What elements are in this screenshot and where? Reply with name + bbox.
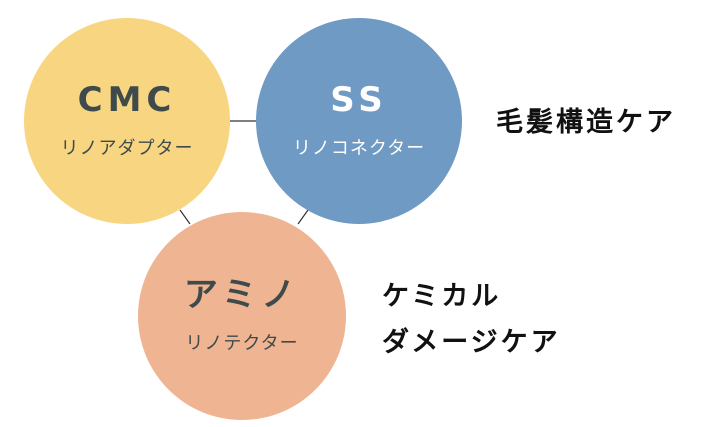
cmc-subtitle: リノアダプター bbox=[60, 137, 194, 159]
ss-circle: SS リノコネクター bbox=[256, 18, 462, 224]
hair-structure-care-label: 毛髪構造ケア bbox=[496, 107, 676, 138]
chemical-damage-care-label: ケミカル ダメージケア bbox=[382, 274, 561, 366]
connector-cmc-amino bbox=[179, 209, 191, 225]
amino-circle: アミノ リノテクター bbox=[138, 212, 346, 420]
cmc-circle: CMC リノアダプター bbox=[24, 18, 230, 224]
chemical-label-line-2: ダメージケア bbox=[382, 327, 561, 358]
cmc-title: CMC bbox=[77, 80, 177, 121]
ss-subtitle: リノコネクター bbox=[292, 137, 426, 159]
ss-title: SS bbox=[330, 80, 388, 121]
connector-ss-amino bbox=[297, 209, 309, 225]
amino-subtitle: リノテクター bbox=[185, 332, 299, 354]
amino-title: アミノ bbox=[183, 275, 301, 316]
chemical-label-line-1: ケミカル bbox=[382, 281, 502, 312]
